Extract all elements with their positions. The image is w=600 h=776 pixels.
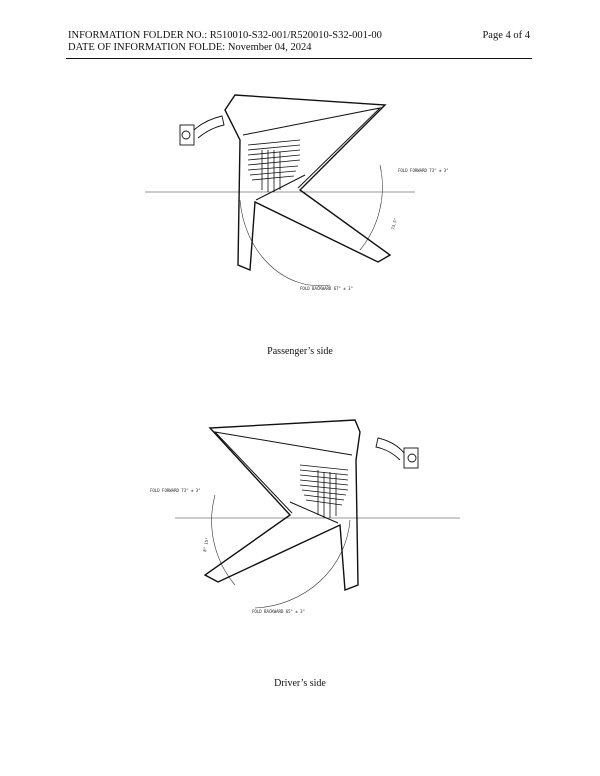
fold-backward-arc: [239, 199, 331, 287]
mirror-arm-lower: [289, 501, 339, 524]
page-number: Page 4 of 4: [482, 30, 530, 41]
mirror-glass-hatching: [247, 139, 301, 192]
driver-side-figure: FOLD FORWARD 73° ± 3° FOLD BACKWARD 65° …: [0, 410, 600, 625]
fold-forward-arc: [211, 494, 236, 586]
fold-forward-label: FOLD FORWARD 73° ± 3°: [150, 488, 201, 493]
mirror-housing-outline: [203, 419, 361, 591]
information-folder-date: DATE OF INFORMATION FOLDE: November 04, …: [68, 42, 312, 53]
mirror-arm-upper: [242, 107, 382, 189]
passenger-side-drawing: FOLD FORWARD 73° ± 3° FOLD BACKWARD 67° …: [145, 94, 449, 291]
angle-label: 8° 15°: [202, 537, 209, 552]
fold-forward-arc: [359, 164, 383, 251]
driver-side-drawing: FOLD FORWARD 73° ± 3° FOLD BACKWARD 65° …: [150, 419, 460, 614]
header-rule: [66, 58, 532, 59]
passenger-side-figure: FOLD FORWARD 73° ± 3° FOLD BACKWARD 67° …: [0, 80, 600, 310]
fold-backward-arc: [254, 519, 351, 609]
mirror-housing-outline: [224, 94, 392, 272]
driver-side-caption: Driver’s side: [274, 678, 326, 689]
mirror-arm-upper: [213, 431, 353, 514]
fold-backward-label: FOLD BACKWARD 65° ± 3°: [252, 609, 305, 614]
passenger-side-caption: Passenger’s side: [267, 346, 333, 357]
fold-backward-label: FOLD BACKWARD 67° ± 3°: [300, 286, 353, 291]
document-header: INFORMATION FOLDER NO.: R510010-S32-001/…: [68, 30, 530, 54]
fold-forward-label: FOLD FORWARD 73° ± 3°: [398, 168, 449, 173]
mount-bracket: [375, 437, 419, 469]
mount-bracket: [179, 115, 225, 146]
mirror-arm-lower: [255, 174, 306, 201]
mirror-glass-hatching: [299, 464, 349, 518]
information-folder-number: INFORMATION FOLDER NO.: R510010-S32-001/…: [68, 30, 382, 41]
angle-label: 73.5°: [390, 217, 398, 230]
